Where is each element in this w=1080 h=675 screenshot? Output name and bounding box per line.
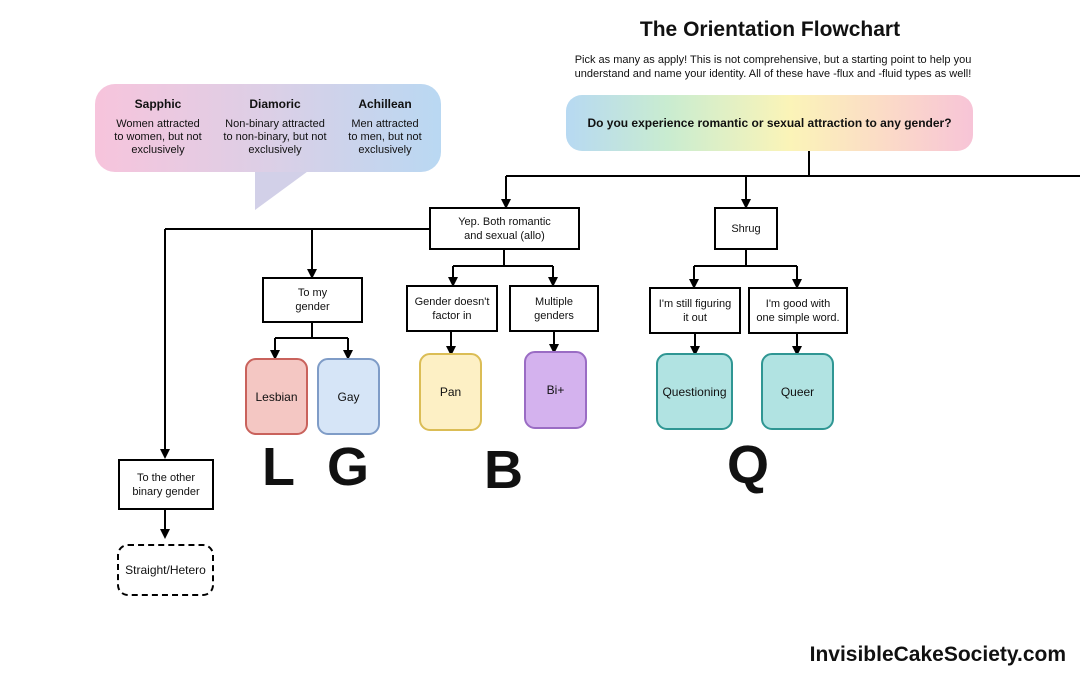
definition-text: to non-binary, but not [223, 131, 327, 143]
node-text: and sexual (allo) [464, 229, 545, 242]
node-text: it out [683, 311, 707, 324]
definition-text: exclusively [131, 144, 185, 156]
term-questioning: Questioning [656, 353, 733, 430]
letter-g: G [327, 437, 370, 497]
definition-text: Men attracted [351, 118, 419, 130]
definition-text: Women attracted [116, 118, 200, 130]
definition-diamoric: Diamoric Non-binary attracted to non-bin… [215, 98, 335, 157]
subtitle-line: Pick as many as apply! This is not compr… [574, 54, 972, 66]
term-straight-hetero: Straight/Hetero [117, 544, 214, 596]
node-shrug: Shrug [714, 207, 778, 250]
node-text: I'm still figuring [658, 297, 732, 310]
term-gay: Gay [317, 358, 380, 435]
definition-sapphic: Sapphic Women attracted to women, but no… [105, 98, 211, 157]
node-allo: Yep. Both romantic and sexual (allo) [429, 207, 580, 250]
definition-text: Non-binary attracted [225, 118, 325, 130]
term-bi: Bi+ [524, 351, 587, 429]
node-gender-no-factor: Gender doesn't factor in [406, 285, 498, 332]
node-one-simple-word: I'm good with one simple word. [748, 287, 848, 334]
definition-achillean: Achillean Men attracted to men, but not … [339, 98, 431, 157]
node-text: binary gender [132, 485, 200, 498]
term-pan: Pan [419, 353, 482, 431]
letter-b: B [484, 440, 523, 500]
definition-title: Sapphic [134, 97, 182, 111]
definition-title: Achillean [358, 97, 412, 111]
node-text: To my [297, 287, 328, 299]
page-subtitle: Pick as many as apply! This is not compr… [548, 53, 998, 81]
node-text: gender [295, 301, 330, 313]
page-title: The Orientation Flowchart [639, 18, 901, 41]
site-credit: InvisibleCakeSociety.com [809, 643, 1066, 666]
node-my-gender: To my gender [262, 277, 363, 323]
letter-q: Q [727, 435, 770, 495]
question-node: Do you experience romantic or sexual att… [566, 95, 973, 151]
node-text: Yep. Both romantic [458, 215, 551, 228]
definition-text: exclusively [358, 144, 412, 156]
node-text: I'm good with [765, 297, 831, 310]
definition-text: to women, but not [114, 131, 202, 143]
subtitle-line: understand and name your identity. All o… [574, 68, 972, 80]
node-text: To the other [136, 471, 196, 484]
definition-text: exclusively [248, 144, 302, 156]
node-text: Gender doesn't [414, 295, 490, 308]
definition-title: Diamoric [249, 97, 301, 111]
node-text: Multiple [535, 295, 573, 308]
term-queer: Queer [761, 353, 834, 430]
node-text: genders [534, 309, 574, 322]
node-text: one simple word. [756, 311, 840, 324]
letter-l: L [262, 437, 295, 497]
definitions-speech-bubble: Sapphic Women attracted to women, but no… [95, 84, 441, 172]
speech-bubble-tail [255, 166, 315, 210]
node-multiple-genders: Multiple genders [509, 285, 599, 332]
node-other-binary-gender: To the other binary gender [118, 459, 214, 510]
definition-text: to men, but not [348, 131, 422, 143]
node-text: factor in [432, 309, 472, 322]
term-lesbian: Lesbian [245, 358, 308, 435]
node-still-figuring: I'm still figuring it out [649, 287, 741, 334]
